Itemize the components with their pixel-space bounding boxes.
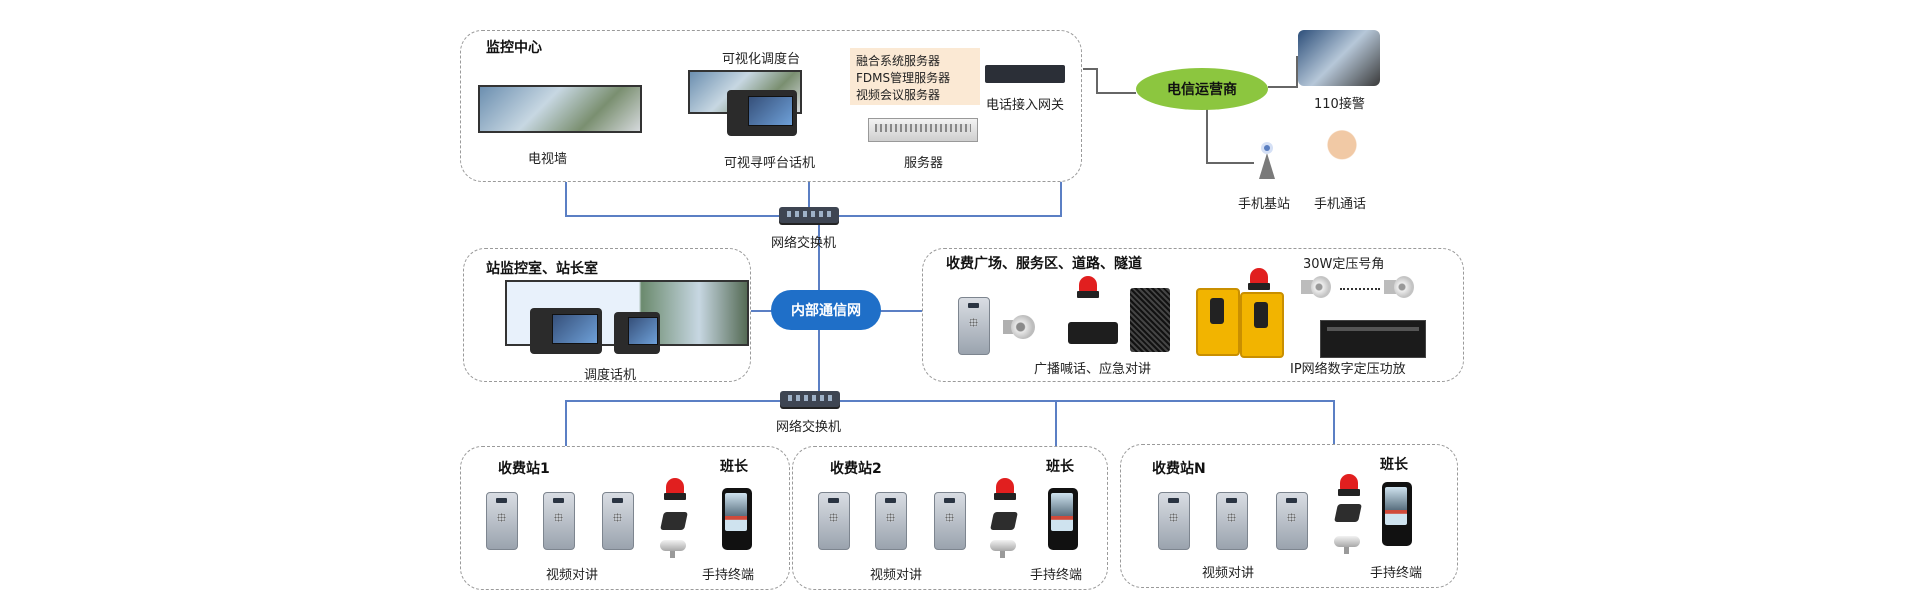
- alarm-light-icon: [1338, 474, 1360, 496]
- gateway-label: 电话接入网关: [986, 98, 1065, 113]
- link-line: [749, 310, 773, 312]
- toll-station-title: 收费站1: [498, 461, 550, 477]
- column-speaker-image: [1130, 288, 1170, 352]
- dispatch-phone-image: [530, 308, 602, 354]
- servers-label: 服务器: [904, 156, 944, 171]
- amplifier-label: IP网络数字定压功放: [1290, 362, 1406, 377]
- foot-pedal-icon: [1334, 504, 1362, 522]
- network-switch-bottom-icon: [780, 391, 840, 407]
- police-operator-image: [1298, 30, 1380, 86]
- base-station-label: 手机基站: [1238, 197, 1291, 212]
- station-intercom-image: [875, 492, 907, 550]
- telecom-line: [1296, 56, 1298, 88]
- team-leader-label: 班长: [720, 459, 748, 475]
- dispatch-phone-label: 调度话机: [584, 368, 637, 383]
- camera-icon: [660, 540, 690, 558]
- police-label: 110接警: [1314, 97, 1365, 112]
- station-monitor-title: 站监控室、站长室: [486, 261, 598, 277]
- toll-station-title: 收费站2: [830, 461, 882, 477]
- video-phone-image: [727, 90, 797, 136]
- station-intercom-image: [543, 492, 575, 550]
- horn-speaker-image: [1301, 276, 1331, 298]
- link-line: [818, 225, 820, 290]
- link-line: [1055, 400, 1057, 446]
- tv-wall-label: 电视墙: [528, 152, 568, 167]
- internal-network-node: 内部通信网: [771, 290, 881, 330]
- link-line: [808, 180, 810, 216]
- video-intercom-label: 视频对讲: [546, 568, 599, 583]
- handheld-label: 手持终端: [702, 568, 755, 583]
- toll-intercom-image: [958, 297, 990, 355]
- video-intercom-label: 视频对讲: [1202, 566, 1255, 581]
- handheld-terminal-image: [722, 488, 752, 550]
- mobile-caller-image: [1312, 125, 1372, 187]
- alarm-light-icon: [664, 478, 686, 500]
- telecom-line: [1206, 108, 1208, 163]
- mobile-call-label: 手机通话: [1314, 197, 1367, 212]
- alarm-light-icon: [994, 478, 1016, 500]
- server-image: [868, 118, 978, 142]
- link-line: [565, 400, 567, 446]
- team-leader-label: 班长: [1046, 459, 1074, 475]
- station-intercom-image: [486, 492, 518, 550]
- server-note: FDMS管理服务器: [856, 71, 951, 85]
- telecom-line: [1268, 86, 1298, 88]
- tv-wall-image: [478, 85, 642, 133]
- broadcast-label: 广播喊话、应急对讲: [1034, 362, 1152, 377]
- handheld-label: 手持终端: [1030, 568, 1083, 583]
- handheld-terminal-image: [1382, 482, 1412, 546]
- amplifier-image: [1320, 320, 1426, 358]
- network-switch-top-icon: [779, 207, 839, 223]
- horn-speaker-image: [1384, 276, 1414, 298]
- horn-chain-dots: [1340, 288, 1380, 290]
- station-intercom-image: [602, 492, 634, 550]
- toll-area-title: 收费广场、服务区、道路、隧道: [946, 256, 1142, 272]
- server-note: 视频会议服务器: [856, 88, 941, 102]
- station-intercom-image: [818, 492, 850, 550]
- foot-pedal-icon: [990, 512, 1018, 530]
- camera-icon: [1334, 536, 1364, 554]
- network-switch-top-label: 网络交换机: [771, 236, 837, 251]
- telecom-line: [1096, 92, 1136, 94]
- foot-pedal-icon: [660, 512, 688, 530]
- base-station-icon: [1255, 145, 1279, 179]
- telecom-line: [1096, 68, 1098, 92]
- link-line: [565, 180, 567, 216]
- telecom-operator-node: 电信运营商: [1136, 68, 1268, 110]
- link-line: [880, 310, 922, 312]
- server-note: 融合系统服务器: [856, 54, 941, 68]
- station-intercom-image: [934, 492, 966, 550]
- horn-label: 30W定压号角: [1303, 257, 1385, 272]
- network-switch-bottom-label: 网络交换机: [776, 420, 842, 435]
- link-line: [1333, 400, 1335, 446]
- team-leader-label: 班长: [1380, 457, 1408, 473]
- broadcast-speaker-image: [1003, 315, 1035, 339]
- video-intercom-label: 视频对讲: [870, 568, 923, 583]
- station-intercom-image: [1158, 492, 1190, 550]
- ip-phone-image: [614, 312, 660, 354]
- monitor-center-title: 监控中心: [486, 40, 542, 56]
- link-line: [565, 400, 1335, 402]
- link-line: [818, 330, 820, 394]
- broadcast-terminal-image: [1068, 322, 1118, 344]
- telecom-line: [1083, 68, 1097, 70]
- toll-station-title: 收费站N: [1152, 461, 1206, 477]
- dispatch-desk-label: 可视化调度台: [722, 52, 801, 67]
- emergency-phone-image: [1240, 292, 1284, 358]
- emergency-phone-image: [1196, 288, 1240, 356]
- link-line: [1060, 180, 1062, 216]
- station-intercom-image: [1276, 492, 1308, 550]
- telecom-line: [1206, 162, 1254, 164]
- emergency-beacon-icon: [1248, 268, 1270, 290]
- handheld-label: 手持终端: [1370, 566, 1423, 581]
- station-intercom-image: [1216, 492, 1248, 550]
- video-intercom-phone-label: 可视寻呼台话机: [724, 156, 816, 171]
- camera-icon: [990, 540, 1020, 558]
- alarm-light-icon: [1077, 276, 1099, 298]
- gateway-image: [985, 65, 1065, 83]
- handheld-terminal-image: [1048, 488, 1078, 550]
- server-notes-box: [850, 48, 980, 105]
